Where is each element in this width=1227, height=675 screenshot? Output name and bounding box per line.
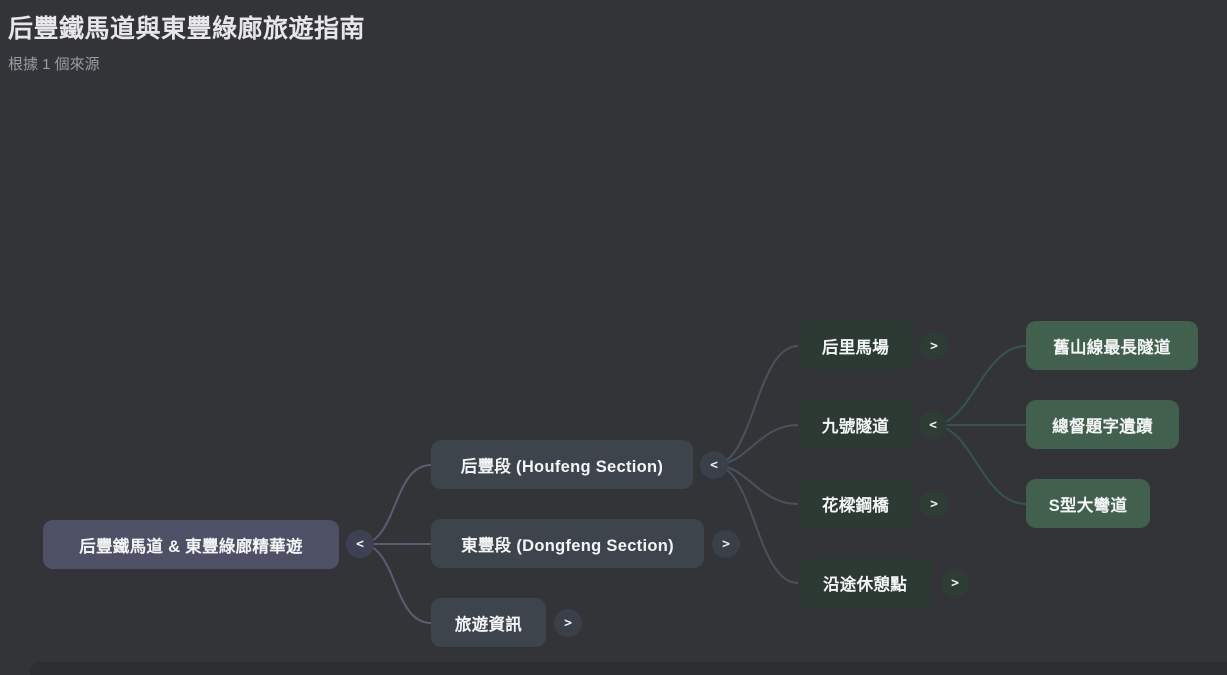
chevron-left-icon: < <box>356 536 364 552</box>
node-steel-truss-bridge-expand-button[interactable]: > <box>920 490 948 518</box>
node-dongfeng-expand-button[interactable]: > <box>712 530 740 558</box>
node-steel-truss-bridge[interactable]: 花樑鋼橋 <box>798 479 913 528</box>
node-label: 后里馬場 <box>821 338 890 357</box>
chevron-right-icon: > <box>930 496 938 512</box>
node-root-collapse-button[interactable]: < <box>346 530 374 558</box>
node-dongfeng-section[interactable]: 東豐段 (Dongfeng Section) <box>431 519 704 568</box>
chevron-right-icon: > <box>722 536 730 552</box>
node-label: 九號隧道 <box>821 417 890 436</box>
node-tunnel-no9[interactable]: 九號隧道 <box>798 400 913 449</box>
node-label: 旅遊資訊 <box>454 615 523 634</box>
node-label: 舊山線最長隧道 <box>1053 338 1171 357</box>
node-label: 東豐段 (Dongfeng Section) <box>461 536 674 555</box>
chevron-left-icon: < <box>929 417 937 433</box>
source-count-label: 根據 1 個來源 <box>8 56 100 73</box>
page-title: 后豐鐵馬道與東豐綠廊旅遊指南 <box>8 15 366 43</box>
node-label: 后豐鐵馬道 & 東豐綠廊精華遊 <box>79 537 303 556</box>
node-houli-expand-button[interactable]: > <box>920 332 948 360</box>
chevron-left-icon: < <box>710 457 718 473</box>
node-label: 總督題字遺蹟 <box>1052 417 1153 436</box>
node-governor-inscription-relic[interactable]: 總督題字遺蹟 <box>1026 400 1179 449</box>
node-s-shaped-curve[interactable]: S型大彎道 <box>1026 479 1150 528</box>
chevron-right-icon: > <box>564 615 572 631</box>
node-tunnel-no9-collapse-button[interactable]: < <box>919 411 947 439</box>
node-root-highlights-tour[interactable]: 后豐鐵馬道 & 東豐綠廊精華遊 <box>43 520 339 569</box>
node-label: 花樑鋼橋 <box>821 496 890 515</box>
node-label: S型大彎道 <box>1048 496 1128 515</box>
bottom-panel-edge <box>30 662 1227 675</box>
node-longest-tunnel-old-mountain-line[interactable]: 舊山線最長隧道 <box>1026 321 1198 370</box>
node-rest-stops[interactable]: 沿途休憩點 <box>798 558 932 607</box>
node-travel-info-expand-button[interactable]: > <box>554 609 582 637</box>
node-rest-stops-expand-button[interactable]: > <box>941 569 969 597</box>
node-travel-info[interactable]: 旅遊資訊 <box>431 598 546 647</box>
node-houfeng-section[interactable]: 后豐段 (Houfeng Section) <box>431 440 693 489</box>
chevron-right-icon: > <box>930 338 938 354</box>
node-houli-horse-ranch[interactable]: 后里馬場 <box>798 321 913 370</box>
chevron-right-icon: > <box>951 575 959 591</box>
node-label: 沿途休憩點 <box>823 575 907 594</box>
node-label: 后豐段 (Houfeng Section) <box>460 457 664 476</box>
node-houfeng-collapse-button[interactable]: < <box>700 451 728 479</box>
